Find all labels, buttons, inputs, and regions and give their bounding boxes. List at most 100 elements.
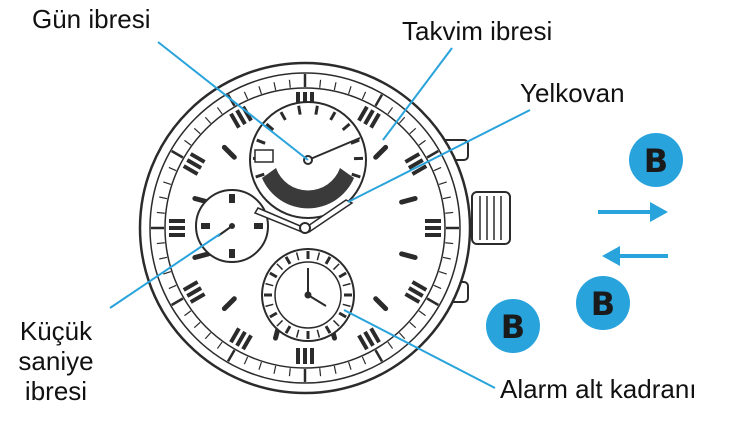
alarm-tick [295,252,300,261]
bezel-tick [374,94,384,107]
alarm-tick [269,271,278,279]
bezel-tick [168,284,177,290]
bezel-tick [333,82,337,91]
alarm-tick [342,303,351,308]
bezel-outer [149,72,461,384]
bezel-tick [319,368,322,377]
day-tick [265,122,275,132]
label-small-second-line1: Küçük [19,316,93,346]
bezel-tick [387,341,394,349]
roman-numerals [169,92,441,364]
bezel-tick [163,181,172,185]
alarm-tick [316,252,321,261]
hour-marker [399,251,418,261]
alarm-tick [265,303,274,308]
bezel-tick [184,139,192,146]
bezel-tick [168,166,177,172]
hour-numeral [296,92,314,108]
hour-marker [221,296,237,312]
bezel-tick [348,86,352,95]
bezel-tick [433,166,442,172]
alarm-tick [265,282,274,287]
hour-numeral [404,280,428,304]
alarm-subdial [261,248,355,342]
day-tick [279,111,287,121]
alarm-tick [324,325,332,334]
alarm-tick [338,271,347,279]
hour-numeral [229,327,253,351]
alarm-tick [284,325,292,334]
bezel-tick [258,361,262,370]
hour-numeral [404,152,428,176]
badge-b-bottom-left-label: B [501,308,525,346]
alarm-tick [276,263,284,271]
bezel-tick [398,332,406,340]
bezel-tick [171,149,184,159]
bezel-tick [409,321,417,329]
bezel-tick [193,127,201,135]
day-tick [350,138,360,145]
leader-minute-hand [347,109,531,203]
bezel-tick [374,349,384,362]
bezel-tick [243,356,249,365]
label-alarm-subdial: Alarm alt kadranı [500,374,697,404]
bezel-tick [409,127,417,135]
badge-b-bottom-right: B [576,276,630,330]
bezel-tick [216,107,223,115]
badge-b-bottom-right-label: B [591,285,615,323]
hour-numeral [357,105,381,129]
bezel-tick [193,321,201,329]
badge-b-bottom-left: B [486,299,540,353]
bezel-tick [184,310,192,317]
day-tick [341,122,351,132]
label-day-hand: Gün ibresi [32,4,151,34]
hour-numeral [182,152,206,176]
alarm-tick [276,319,284,327]
bezel-tick [333,365,337,374]
bezel-tick [442,256,451,260]
bezel-tick [216,341,223,349]
bezel-tick [445,211,454,214]
badge-b-top: B [629,133,683,187]
alarm-tick [269,311,278,319]
alarm-tick [284,256,292,265]
alarm-tick [295,329,300,338]
label-small-second: Küçük saniye ibresi [4,316,108,406]
bezel-ticks [151,74,459,382]
bezel-tick [387,107,394,115]
bezel-tick [226,349,236,362]
day-tick [314,105,319,115]
alarm-tick [342,282,351,287]
day-tick [297,105,302,115]
hour-marker [399,195,418,205]
bezel-tick [273,82,277,91]
bezel-tick [418,310,426,317]
hour-marker [373,296,389,312]
badge-b-top-label: B [644,142,668,180]
bezel-tick [442,196,451,200]
label-small-second-line2: saniye [18,346,94,376]
bezel-tick [288,79,291,88]
bezel-tick [243,91,249,100]
hour-marker [373,144,389,160]
bezel-tick [426,149,439,159]
label-minute-hand: Yelkovan [520,78,625,108]
hour-numeral [182,280,206,304]
leader-day-hand [157,41,309,161]
bezel-tick [348,361,352,370]
day-tick [255,172,265,179]
bezel-tick [156,211,165,214]
arrow-right-icon [598,202,668,222]
bezel-tick [273,365,277,374]
bezel-tick [288,368,291,377]
alarm-tick [338,311,347,319]
label-calendar-hand: Takvim ibresi [402,16,553,46]
hour-marker [221,144,237,160]
day-tick [256,138,266,145]
crown [471,191,511,245]
bezel-tick [159,256,168,260]
bezel-tick [361,91,367,100]
bezel-tick [156,242,165,245]
